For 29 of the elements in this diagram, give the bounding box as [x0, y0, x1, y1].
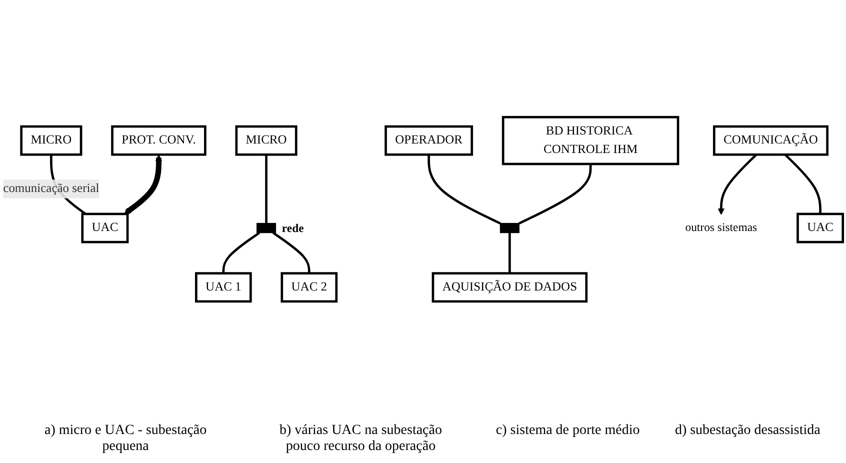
node-box: AQUISIÇÃO DE DADOS: [432, 272, 588, 303]
node-box: OPERADOR: [384, 126, 474, 156]
node-box: BD HISTORICA CONTROLE IHM: [502, 116, 680, 166]
node-box: MICRO: [235, 126, 298, 156]
node-box: UAC 1: [195, 272, 252, 303]
arrow: [718, 154, 758, 216]
arrow: [124, 154, 162, 215]
node-bar: [256, 223, 276, 234]
node-box: UAC: [796, 213, 844, 244]
node-box: UAC 2: [280, 272, 338, 303]
node-box: PROT. CONV.: [111, 126, 206, 156]
node-box: COMUNICAÇÃO: [712, 126, 828, 156]
node-bar: [500, 223, 520, 234]
connector: [508, 232, 511, 274]
node-box: UAC: [81, 213, 129, 244]
node-box: MICRO: [20, 126, 82, 156]
connector: [784, 154, 822, 214]
edge-label: comunicação serial: [3, 182, 100, 196]
bus-label: rede: [282, 222, 304, 236]
caption-text: c) sistema de porte médio: [496, 423, 640, 440]
connector: [265, 154, 268, 224]
connector: [222, 232, 260, 274]
caption-text: d) subestação desassistida: [674, 423, 820, 440]
connector: [272, 232, 310, 274]
caption-text: a) micro e UAC - subestação pequena: [44, 423, 208, 455]
node-text: outros sistemas: [685, 222, 758, 234]
caption-text: b) várias UAC na subestação pouco recurso da operação: [278, 423, 443, 455]
connector: [428, 154, 501, 225]
connector: [518, 164, 592, 225]
